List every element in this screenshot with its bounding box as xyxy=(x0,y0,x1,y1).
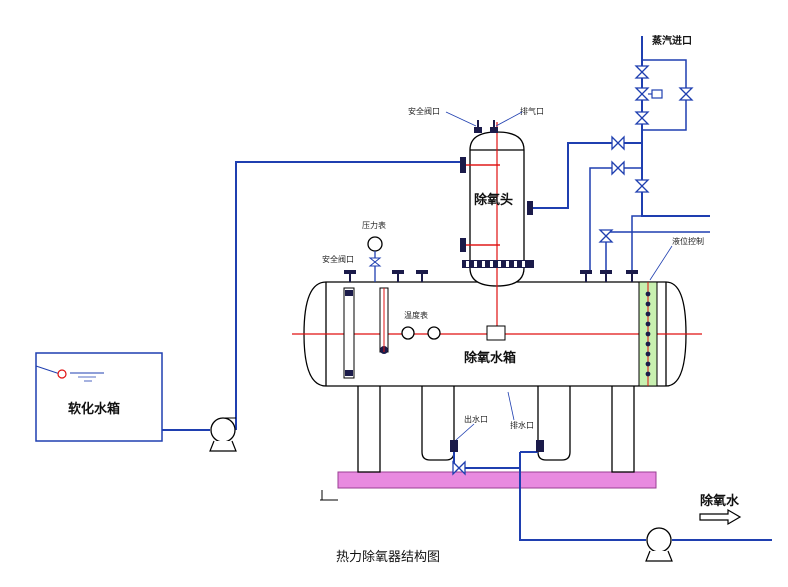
steam-branch-valve-2 xyxy=(611,160,625,176)
pressure-gauge-label: 压力表 xyxy=(362,220,386,230)
steam-branch-valve-1 xyxy=(611,135,625,151)
steam-valve-3 xyxy=(634,179,650,193)
head-internal-pipes xyxy=(466,164,500,246)
thermometer-gauges xyxy=(401,326,441,340)
head-safety-valve-label: 安全阀口 xyxy=(408,106,440,116)
outlet-flange-right xyxy=(536,440,544,452)
steam-branch-2 xyxy=(589,167,642,272)
outlet-label: 出水口 xyxy=(464,414,488,424)
steam-to-tank-pipe xyxy=(631,215,710,272)
soft-water-tank xyxy=(35,352,163,442)
outlet-flange-left xyxy=(450,440,458,452)
steam-bypass-pipe xyxy=(642,59,687,131)
feed-water-pump xyxy=(645,527,673,562)
steam-tank-valve xyxy=(598,229,614,243)
steam-branch-head xyxy=(533,142,642,209)
steam-valve-1 xyxy=(634,65,650,79)
head-side-nozzle-left-lower xyxy=(460,238,466,252)
diagram-caption: 热力除氧器结构图 xyxy=(336,550,440,565)
steam-bypass-valve xyxy=(678,87,694,101)
outlet-valve xyxy=(452,460,466,476)
steam-main-pipe xyxy=(641,36,710,217)
tank-downcomers xyxy=(421,385,571,461)
tank-center-nozzle xyxy=(486,325,506,341)
head-side-nozzle-left xyxy=(460,157,466,173)
deaerator-tank-label: 除氧水箱 xyxy=(464,350,516,366)
head-tank-flange xyxy=(462,260,534,268)
level-control-label: 液位控制 xyxy=(672,236,704,246)
pressure-gauge xyxy=(367,236,383,282)
steam-pressure-reducing-valve xyxy=(634,87,663,101)
thermometer-label: 温度表 xyxy=(404,310,428,320)
thermometer-probe xyxy=(379,287,389,354)
head-side-nozzle-right xyxy=(527,201,533,215)
head-top-nozzles xyxy=(474,120,498,133)
outlet-pipe xyxy=(453,452,521,469)
makeup-water-pump xyxy=(209,417,237,452)
tank-top-nozzles xyxy=(344,270,638,282)
vent-label: 排气口 xyxy=(520,106,544,116)
level-control-column xyxy=(638,281,658,387)
deaerator-head-label: 除氧头 xyxy=(474,192,513,208)
deaerated-water-label: 除氧水 xyxy=(700,493,740,509)
drain-label: 排水口 xyxy=(510,420,534,430)
soft-water-tank-label: 软化水箱 xyxy=(68,401,120,417)
foundation-slab xyxy=(337,471,657,489)
deaerated-water-arrow xyxy=(699,508,742,526)
left-level-glass xyxy=(343,287,355,379)
steam-valve-2 xyxy=(634,111,650,125)
tank-safety-valve-label: 安全阀口 xyxy=(322,254,354,264)
soft-water-tank-float xyxy=(35,365,104,382)
steam-inlet-label: 蒸汽进口 xyxy=(652,34,692,47)
